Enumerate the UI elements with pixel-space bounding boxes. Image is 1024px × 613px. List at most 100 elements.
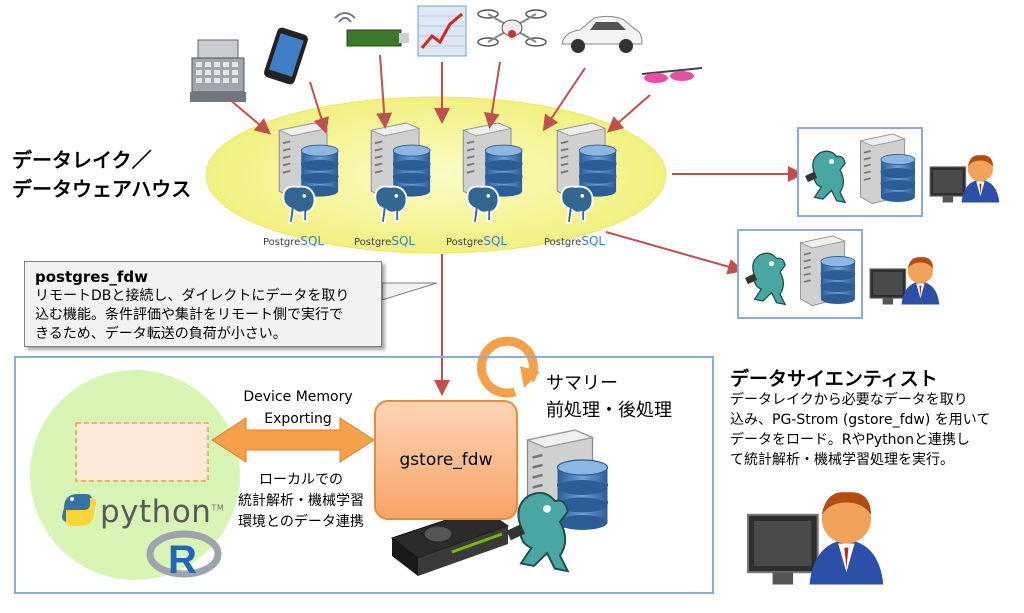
monitor-screen xyxy=(933,169,963,194)
database-cylinder-base xyxy=(393,159,431,171)
remote-server xyxy=(799,235,856,307)
server-slot xyxy=(466,155,475,159)
database-cylinder-base xyxy=(393,172,431,184)
postgresql-label: PostgreSQL xyxy=(263,234,325,248)
callout-text-line3: きるため、データ転送の負荷が小さい。 xyxy=(35,326,287,342)
person-hair xyxy=(821,492,871,515)
server-slot xyxy=(803,252,811,256)
person-hair xyxy=(967,155,993,167)
data-ingest-arrow xyxy=(483,61,501,129)
mascot-laptop xyxy=(506,524,526,541)
elephant-body xyxy=(282,185,316,224)
register-key xyxy=(223,78,229,83)
data-ingest-arrow xyxy=(227,97,272,135)
link-line3: 環境とのデータ連携 xyxy=(238,514,364,530)
gpu-fan xyxy=(423,525,453,543)
mascot-body xyxy=(517,491,570,573)
postgresql-elephant-icon xyxy=(374,185,408,224)
server-slot xyxy=(374,162,383,167)
summary-line2: 前処理・後処理 xyxy=(546,400,672,421)
server-top xyxy=(555,122,607,137)
link-line2: 統計解析・機械学習 xyxy=(238,493,364,509)
server-top xyxy=(859,133,907,147)
server-top xyxy=(369,122,421,137)
server-slot xyxy=(560,169,569,174)
server-slot xyxy=(282,147,291,152)
drone-rotor xyxy=(477,37,499,47)
database-cylinder-base xyxy=(880,191,915,202)
server-slot xyxy=(863,156,871,161)
data-scientist-title: データサイエンティスト xyxy=(730,368,938,390)
server-slot xyxy=(532,473,543,479)
server-slot xyxy=(803,272,811,276)
server-slot xyxy=(863,177,871,181)
data-ingest-arrow xyxy=(309,81,330,134)
register-key xyxy=(223,62,229,67)
smartphone-icon xyxy=(264,27,308,85)
mascot-eye xyxy=(768,261,775,267)
analyst-person-icon xyxy=(746,492,884,585)
server-slot xyxy=(560,147,569,152)
car-wheel xyxy=(571,39,585,53)
person-tie xyxy=(919,285,922,297)
postgresql-server xyxy=(461,122,523,199)
elephant-eye xyxy=(302,194,307,198)
python-wordmark: python xyxy=(100,494,212,530)
database-cylinder-top xyxy=(300,144,339,157)
local-link-label: ローカルでの 統計解析・機械学習 環境とのデータ連携 xyxy=(216,470,386,533)
local-server xyxy=(525,429,609,534)
register-key xyxy=(205,62,211,67)
python-eye xyxy=(70,497,74,501)
monitor-stand xyxy=(772,572,794,585)
data-scientist-description: データレイクから必要なデータを取り 込み、PG-Strom (gstore_fd… xyxy=(730,390,1022,470)
remote-fetch-arrow xyxy=(605,231,744,275)
server-slot xyxy=(282,169,291,174)
server-slot xyxy=(863,163,871,168)
server-slot xyxy=(532,453,543,459)
database-cylinder-base xyxy=(820,293,855,304)
chart-frame xyxy=(417,5,467,57)
server-slot xyxy=(466,162,475,167)
datalake-title-line2: データウェアハウス xyxy=(12,177,192,201)
r-logo-letter: R xyxy=(168,538,197,582)
postgresql-server xyxy=(369,122,431,199)
monitor-stand xyxy=(942,196,954,203)
server-slot xyxy=(374,169,383,174)
postgresql-elephant-icon xyxy=(466,185,500,224)
server-slot xyxy=(532,463,543,469)
postgresql-label: PostgreSQL xyxy=(544,234,606,248)
server-slot xyxy=(803,279,811,283)
database-cylinder-base xyxy=(880,179,915,191)
device-memory-exporting-label: Device Memory Exporting xyxy=(218,386,378,430)
database-cylinder-base xyxy=(557,497,608,513)
database-cylinder-top xyxy=(820,255,856,268)
gpu-card-icon xyxy=(390,507,510,576)
server-slot xyxy=(863,170,871,174)
database-cylinder-base xyxy=(557,515,608,530)
line-chart-icon xyxy=(417,5,467,57)
data-ingest-arrow xyxy=(376,54,393,129)
register-key xyxy=(214,78,220,83)
server-slot xyxy=(374,155,383,159)
server-slot xyxy=(560,140,569,145)
register-key xyxy=(232,78,238,83)
person-tie xyxy=(979,183,982,195)
pg-strom-mascot-icon xyxy=(745,252,787,306)
person-head xyxy=(907,258,933,284)
scientist-desc-line4: て統計解析・機械学習処理を実行。 xyxy=(730,452,954,468)
database-cylinder-base xyxy=(557,480,608,495)
scientist-desc-line2: 込み、PG-Strom (gstore_fdw) を用いて xyxy=(730,412,991,428)
gstore-fdw-box: gstore_fdw xyxy=(374,400,518,520)
python-snake-blue xyxy=(62,494,92,522)
export-line1: Device Memory xyxy=(243,389,353,405)
postgresql-elephant-icon xyxy=(282,185,316,224)
elephant-eye xyxy=(486,194,491,198)
database-cylinder-top xyxy=(484,144,523,157)
callout-text-line2: 込む機能。条件評価や集計をリモート側で実行で xyxy=(35,307,343,323)
register-key xyxy=(205,70,211,75)
phone-screen xyxy=(269,33,304,77)
python-tm: TM xyxy=(211,503,225,513)
export-line2: Exporting xyxy=(264,411,332,427)
car-wheel xyxy=(619,39,633,53)
pg-strom-mascot-icon xyxy=(805,150,847,204)
